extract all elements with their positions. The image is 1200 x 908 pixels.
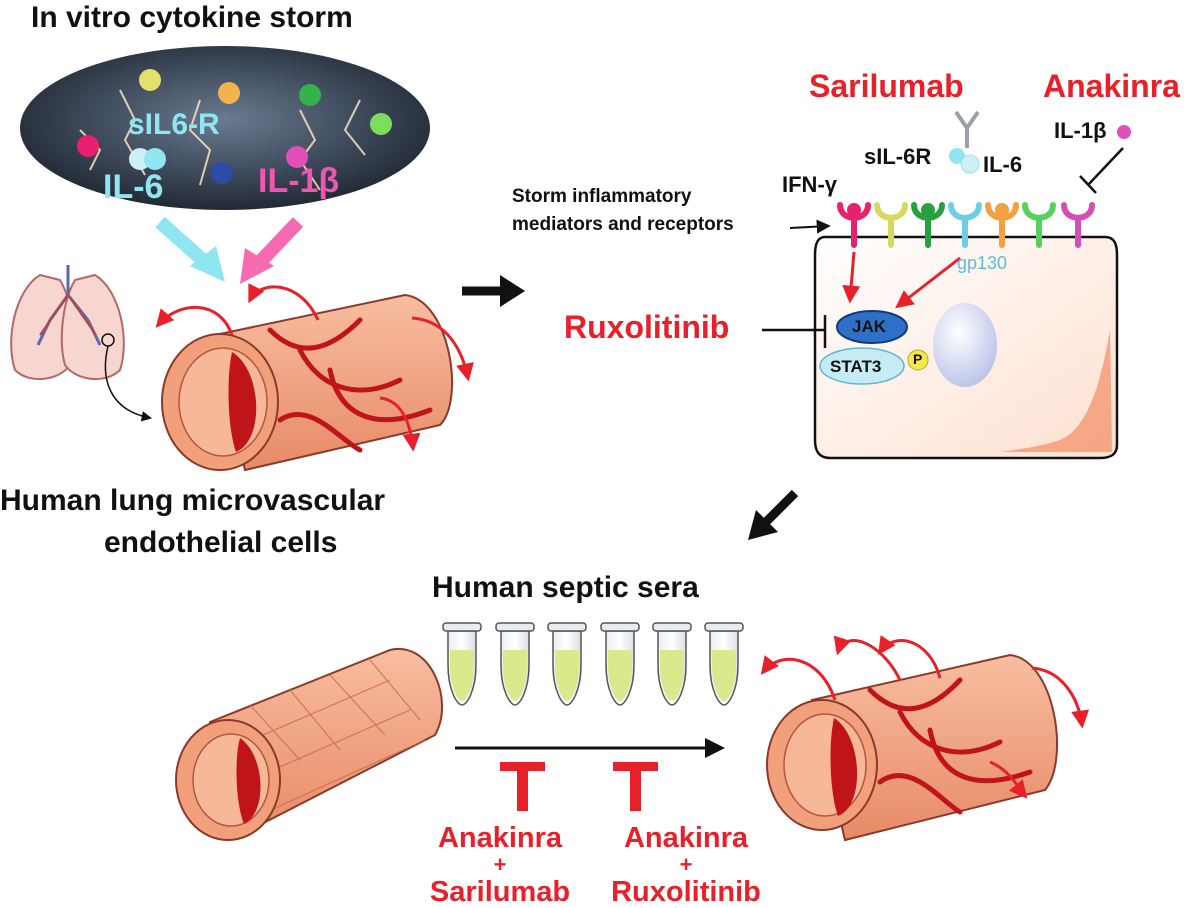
storm-mediators-line-2: mediators and receptors [512,214,734,235]
storm-sil6r-label: sIL6-R [128,108,220,141]
jak-protein [836,310,908,344]
tube-2 [495,622,535,706]
stat3-label: STAT3 [830,357,882,376]
phosphate-icon [907,349,929,371]
receptor-ifng [837,202,871,248]
arrow-to-cell [462,275,525,307]
cytokine-storm-ellipse [20,46,430,210]
sarilumab-antibody-icon [954,110,980,148]
sil6r-dot [949,148,965,164]
receptor-3 [911,202,945,248]
tube-6 [704,622,744,706]
treatment-2-line-1: Anakinra [623,822,749,854]
caption-line-1: Human lung microvascular [0,484,386,517]
receptor-row [837,202,1095,248]
phosphate-label: P [913,351,923,367]
tube-5 [652,622,692,706]
endothelial-cell [813,235,1119,460]
tube-1 [442,622,482,706]
arrow-to-sera [748,489,799,540]
treatment-2: Anakinra + Ruxolitinib [586,823,786,907]
ifng-to-jak-arrow [842,251,861,304]
treatment-1-line-3: Sarilumab [429,875,571,908]
tube-4 [600,622,640,706]
storm-il1b-label: IL-1β [258,162,340,200]
jak-label: JAK [852,317,887,336]
tube-3 [547,622,587,706]
il6-arrow [155,216,225,282]
septic-sera-tubes [442,622,744,706]
il1b-dot [1117,125,1131,139]
sarilumab-label: Sarilumab [809,68,964,104]
healthy-vessel [175,647,444,841]
treatment-2-line-3: Ruxolitinib [611,875,761,908]
storm-mediators-pointer [789,219,831,234]
treatment-arrow [455,738,725,758]
receptor-gp130 [948,202,982,248]
anakinra-inhibit-icon [1079,147,1124,194]
ifng-label: IFN-γ [782,172,837,197]
inhibitor-t-1 [500,762,545,811]
treatment-1-line-2: + [493,852,507,878]
inhibitor-t-2 [613,762,658,811]
storm-mediators-line-1: Storm inflammatory [512,186,692,207]
il1b-arrow [240,217,304,284]
treatment-1-line-1: Anakinra [437,822,563,854]
gp130-to-jak-arrow [895,256,961,309]
storm-il6-label: IL-6 [103,168,164,206]
anakinra-label: Anakinra [1043,68,1180,104]
receptor-2 [874,202,908,248]
receptor-il1 [1061,202,1095,248]
il1b-ligand-label: IL-1β [1054,118,1107,143]
damaged-vessel-bottom [760,635,1090,842]
ruxolitinib-inhibit-icon [762,315,827,348]
treatment-1: Anakinra + Sarilumab [400,823,600,907]
septic-sera-title: Human septic sera [432,571,699,604]
caption-line-2: endothelial cells [104,526,338,559]
gp130-label: gp130 [957,253,1008,273]
stat3-protein [819,347,905,385]
il6-ligand-label: IL-6 [983,152,1023,177]
damaged-vessel-top [155,283,474,472]
receptor-5 [985,202,1019,248]
receptor-6 [1022,202,1056,248]
ruxolitinib-label: Ruxolitinib [564,309,730,345]
sil6r-ligand-label: sIL-6R [864,144,932,169]
treatment-2-line-2: + [679,852,693,878]
figure-title: In vitro cytokine storm [31,1,353,34]
il6-dot [960,154,980,174]
lungs-illustration [10,265,153,422]
